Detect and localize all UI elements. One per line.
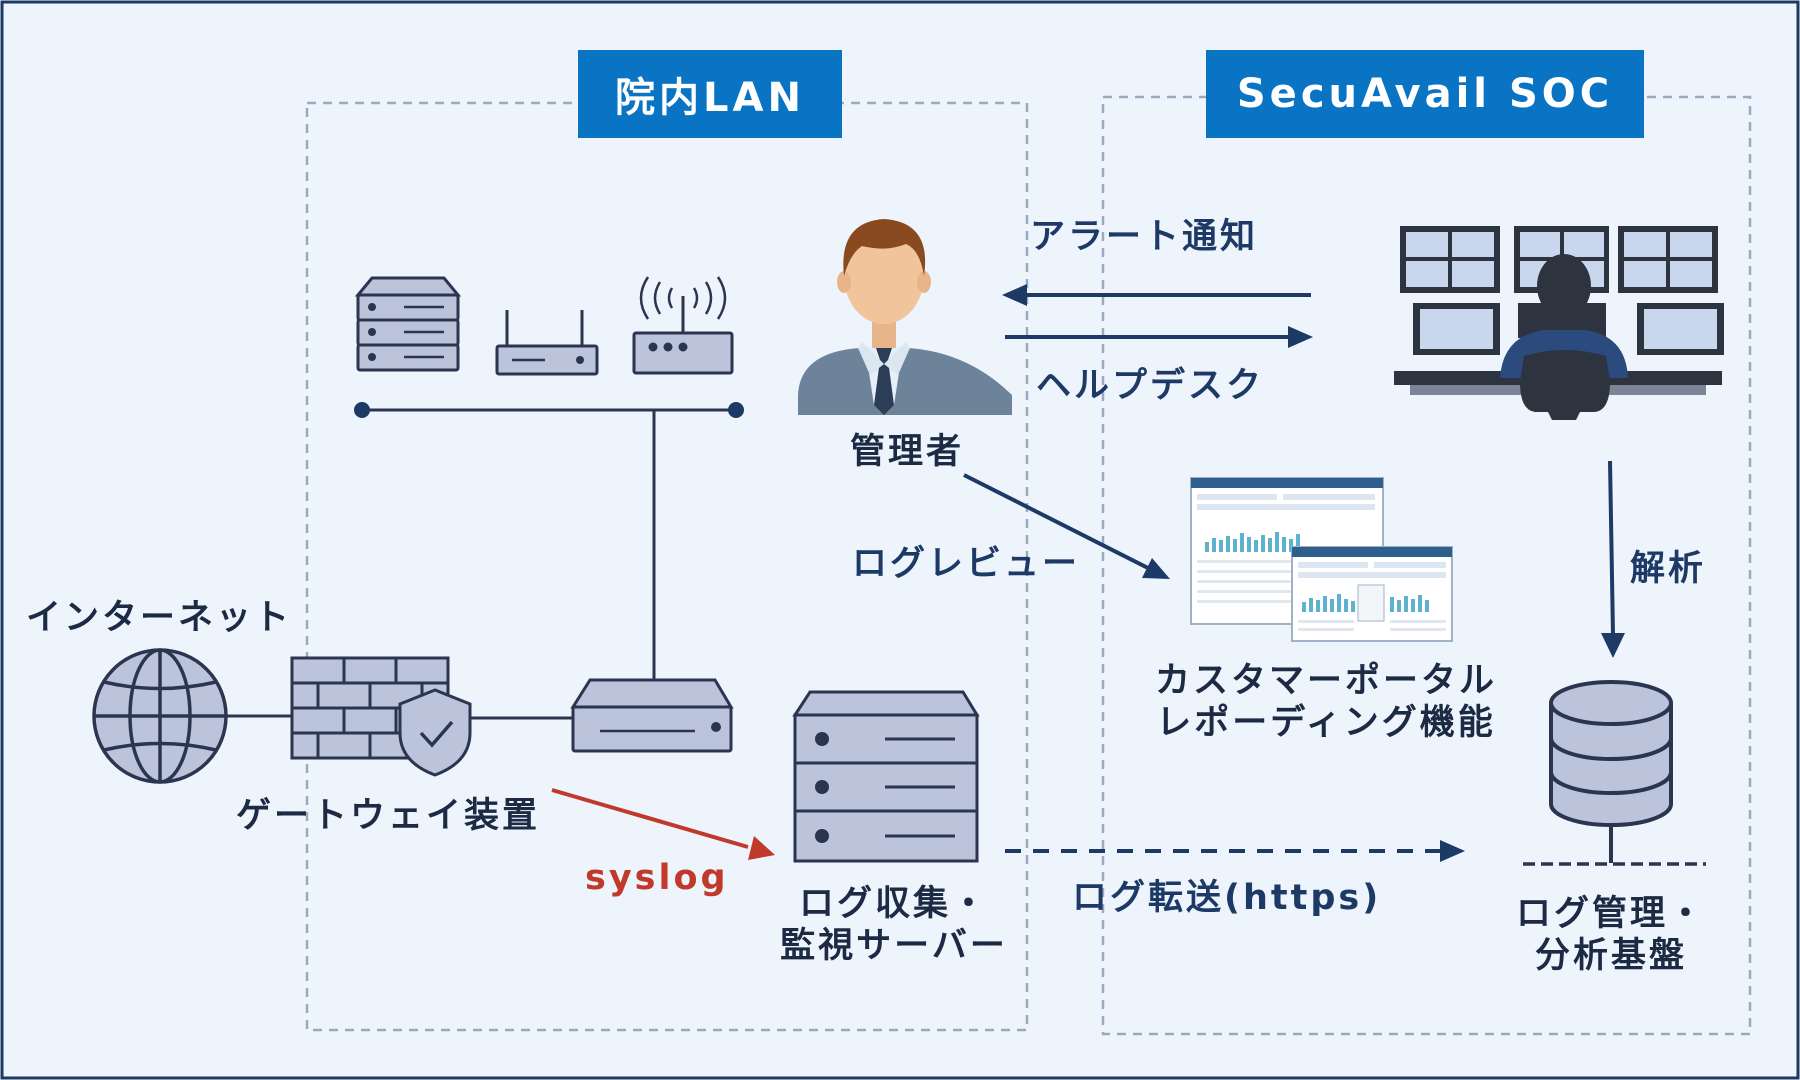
log-server-label: ログ収集・ 監視サーバー (780, 883, 1008, 967)
gateway-label: ゲートウェイ装置 (236, 796, 541, 836)
alert-label: アラート通知 (1030, 217, 1259, 257)
server-icon (354, 276, 462, 372)
soc-zone-title: SecuAvail SOC (1206, 50, 1644, 138)
internet-label: インターネット (26, 598, 293, 638)
lan-zone-title: 院内LAN (578, 50, 842, 138)
alert-arrow (1002, 284, 1311, 306)
firewall-shield-icon (290, 656, 472, 777)
portal-label: カスタマーポータル レポーディング機能 (1155, 660, 1497, 744)
portal-label-line2: レポーディング機能 (1156, 703, 1496, 743)
syslog-arrow (551, 788, 775, 860)
helpdesk-label: ヘルプデスク (1036, 366, 1265, 406)
portal-label-line1: カスタマーポータル (1154, 661, 1498, 701)
log-platform-label-line1: ログ管理・ (1515, 894, 1707, 934)
log-server-label-line1: ログ収集・ (798, 884, 989, 924)
lan-connections (226, 408, 736, 720)
bus-endpoint-left (354, 402, 370, 418)
router-icon (495, 310, 599, 376)
log-transfer-arrow (1005, 840, 1465, 862)
analysis-label: 解析 (1630, 549, 1707, 589)
admin-label: 管理者 (849, 432, 965, 472)
syslog-label: syslog (585, 858, 729, 898)
log-platform-label: ログ管理・ 分析基盤 (1516, 893, 1706, 977)
wireless-access-point-icon (632, 276, 734, 375)
log-review-arrow (963, 473, 1170, 579)
report-screens-icon (1190, 477, 1453, 642)
bus-endpoint-right (728, 402, 744, 418)
businessman-icon (798, 219, 1012, 415)
operator-monitors-icon (1394, 226, 1724, 420)
database-icon (1523, 680, 1706, 866)
log-transfer-label: ログ転送(https) (1072, 878, 1382, 918)
analysis-arrow (1601, 460, 1625, 658)
log-server-label-line2: 監視サーバー (780, 926, 1008, 966)
network-switch-icon (570, 678, 734, 753)
log-platform-label-line2: 分析基盤 (1534, 936, 1688, 976)
globe-icon (92, 648, 228, 784)
log-review-label: ログレビュー (852, 544, 1081, 584)
helpdesk-arrow (1005, 326, 1313, 348)
server-rack-icon (792, 690, 980, 863)
